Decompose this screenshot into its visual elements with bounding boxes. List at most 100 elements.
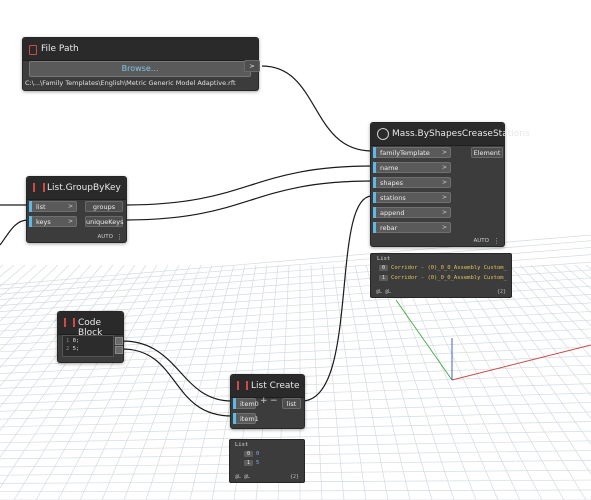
mass-watch-count: {2}: [496, 289, 506, 295]
file-path-output-port[interactable]: >: [244, 60, 260, 72]
list-create-output-list[interactable]: list: [282, 398, 301, 409]
wire-groups-to-name[interactable]: [124, 165, 373, 206]
mass-input-append[interactable]: append>: [373, 207, 451, 218]
group-by-key-title: List.GroupByKey: [47, 183, 121, 193]
list-create-node[interactable]: List Create item0 item1 + − list: [230, 374, 305, 429]
wire-list-to-stations[interactable]: [301, 195, 373, 402]
file-path-header[interactable]: File Path: [23, 38, 258, 61]
code-block-icon: [64, 318, 75, 327]
grid-line: [486, 264, 591, 397]
grid-line: [0, 355, 591, 382]
grid-line: [0, 264, 15, 277]
grid-line: [442, 264, 587, 500]
mass-input-shapes[interactable]: shapes>: [373, 177, 451, 188]
group-by-key-menu-icon[interactable]: ⋮: [116, 233, 123, 241]
code-line: 1 0;: [66, 338, 80, 344]
grid-line: [35, 264, 169, 500]
group-by-key-output-uniquekeys[interactable]: uniqueKeys: [85, 216, 124, 227]
list-create-input-item0[interactable]: item0: [233, 398, 259, 409]
grid-line: [420, 264, 543, 500]
mass-icon: [377, 128, 389, 140]
grid-line: [0, 240, 591, 290]
list-create-icon: [237, 381, 248, 390]
grid-line: [189, 264, 246, 500]
grid-line: [519, 264, 591, 342]
mass-watch-header: List: [377, 256, 391, 262]
file-path-node[interactable]: File Path Browse... C:\...\Family Templa…: [22, 37, 259, 91]
grid-line: [167, 264, 235, 500]
grid-line: [0, 264, 103, 387]
mass-output-element[interactable]: Element: [471, 147, 503, 158]
add-input-button[interactable]: +: [260, 396, 268, 406]
grid-line: [321, 264, 345, 500]
code-block-header[interactable]: Code Block: [58, 312, 123, 338]
grid-line: [0, 264, 81, 351]
grid-line: [57, 264, 180, 500]
grid-line: [409, 264, 521, 500]
code-block-node[interactable]: Code Block 1 0; 2 5;: [57, 311, 124, 363]
grid-line: [310, 264, 323, 500]
mass-header[interactable]: Mass.ByShapesCreaseStations: [371, 123, 530, 146]
mass-menu-icon[interactable]: ⋮: [493, 237, 500, 245]
grid-line: [0, 489, 591, 493]
wire-code-line1-to-item0[interactable]: [121, 340, 233, 402]
y-axis-line: [395, 299, 453, 381]
wire-filepath-to-familytemplate[interactable]: [261, 65, 373, 152]
list-watch-header: List: [235, 442, 249, 448]
remove-input-button[interactable]: −: [270, 396, 278, 406]
code-block-editor[interactable]: 1 0; 2 5;: [62, 335, 114, 357]
group-by-key-node[interactable]: List.GroupByKey list> keys> groups uniqu…: [26, 176, 127, 243]
list-create-title: List Create: [251, 381, 300, 391]
grid-line: [123, 264, 213, 500]
mass-input-name[interactable]: name>: [373, 162, 451, 173]
grid-line: [0, 264, 48, 310]
grid-line: [365, 264, 433, 500]
grid-line: [354, 264, 411, 500]
group-by-key-input-keys[interactable]: keys>: [29, 216, 77, 227]
grid-line: [0, 346, 591, 374]
grid-line: [398, 264, 499, 500]
mass-input-stations[interactable]: stations>: [373, 192, 451, 203]
mass-node[interactable]: Mass.ByShapesCreaseStations familyTempla…: [370, 122, 530, 247]
code-block-output-port[interactable]: [115, 337, 123, 345]
wire-offscreen-to-keys[interactable]: [0, 219, 29, 246]
x-axis-line: [451, 344, 591, 381]
wire-code-line2-to-item1[interactable]: [121, 348, 233, 417]
grid-line: [563, 264, 591, 290]
wires: [0, 65, 373, 417]
grid-line: [376, 264, 455, 500]
browse-button-label: Browse...: [121, 64, 159, 73]
list-create-input-item1[interactable]: item1: [233, 413, 259, 424]
wire-uniquekeys-to-shapes[interactable]: [124, 180, 373, 221]
mass-input-rebar[interactable]: rebar>: [373, 222, 451, 233]
mass-watch-levels: @L @L: [376, 289, 392, 295]
mass-input-familytemplate[interactable]: familyTemplate>: [373, 147, 451, 158]
grid-line: [453, 264, 591, 475]
list-group-icon: [33, 183, 45, 192]
file-path-title: File Path: [41, 44, 79, 54]
list-create-header[interactable]: List Create: [231, 375, 304, 398]
grid-line: [508, 264, 591, 358]
grid-line: [332, 264, 367, 500]
browse-button[interactable]: Browse...: [29, 61, 251, 77]
group-by-key-header[interactable]: List.GroupByKey: [27, 177, 126, 200]
grid-line: [574, 264, 591, 280]
file-path-out-arrow: >: [249, 62, 255, 70]
grid-line: [0, 264, 92, 368]
grid-line: [464, 264, 591, 446]
grid-line: [387, 264, 477, 500]
group-by-key-output-groups[interactable]: groups: [85, 201, 123, 212]
code-block-output-port[interactable]: [115, 346, 123, 354]
list-watch-levels: @L @L: [235, 474, 251, 480]
grid-line: [475, 264, 591, 420]
grid-line: [79, 264, 191, 500]
code-block-title: Code Block: [78, 318, 103, 338]
grid-line: [0, 430, 591, 444]
grid-line: [0, 264, 125, 432]
group-by-key-input-list[interactable]: list>: [29, 201, 77, 212]
grid-line: [0, 264, 114, 408]
